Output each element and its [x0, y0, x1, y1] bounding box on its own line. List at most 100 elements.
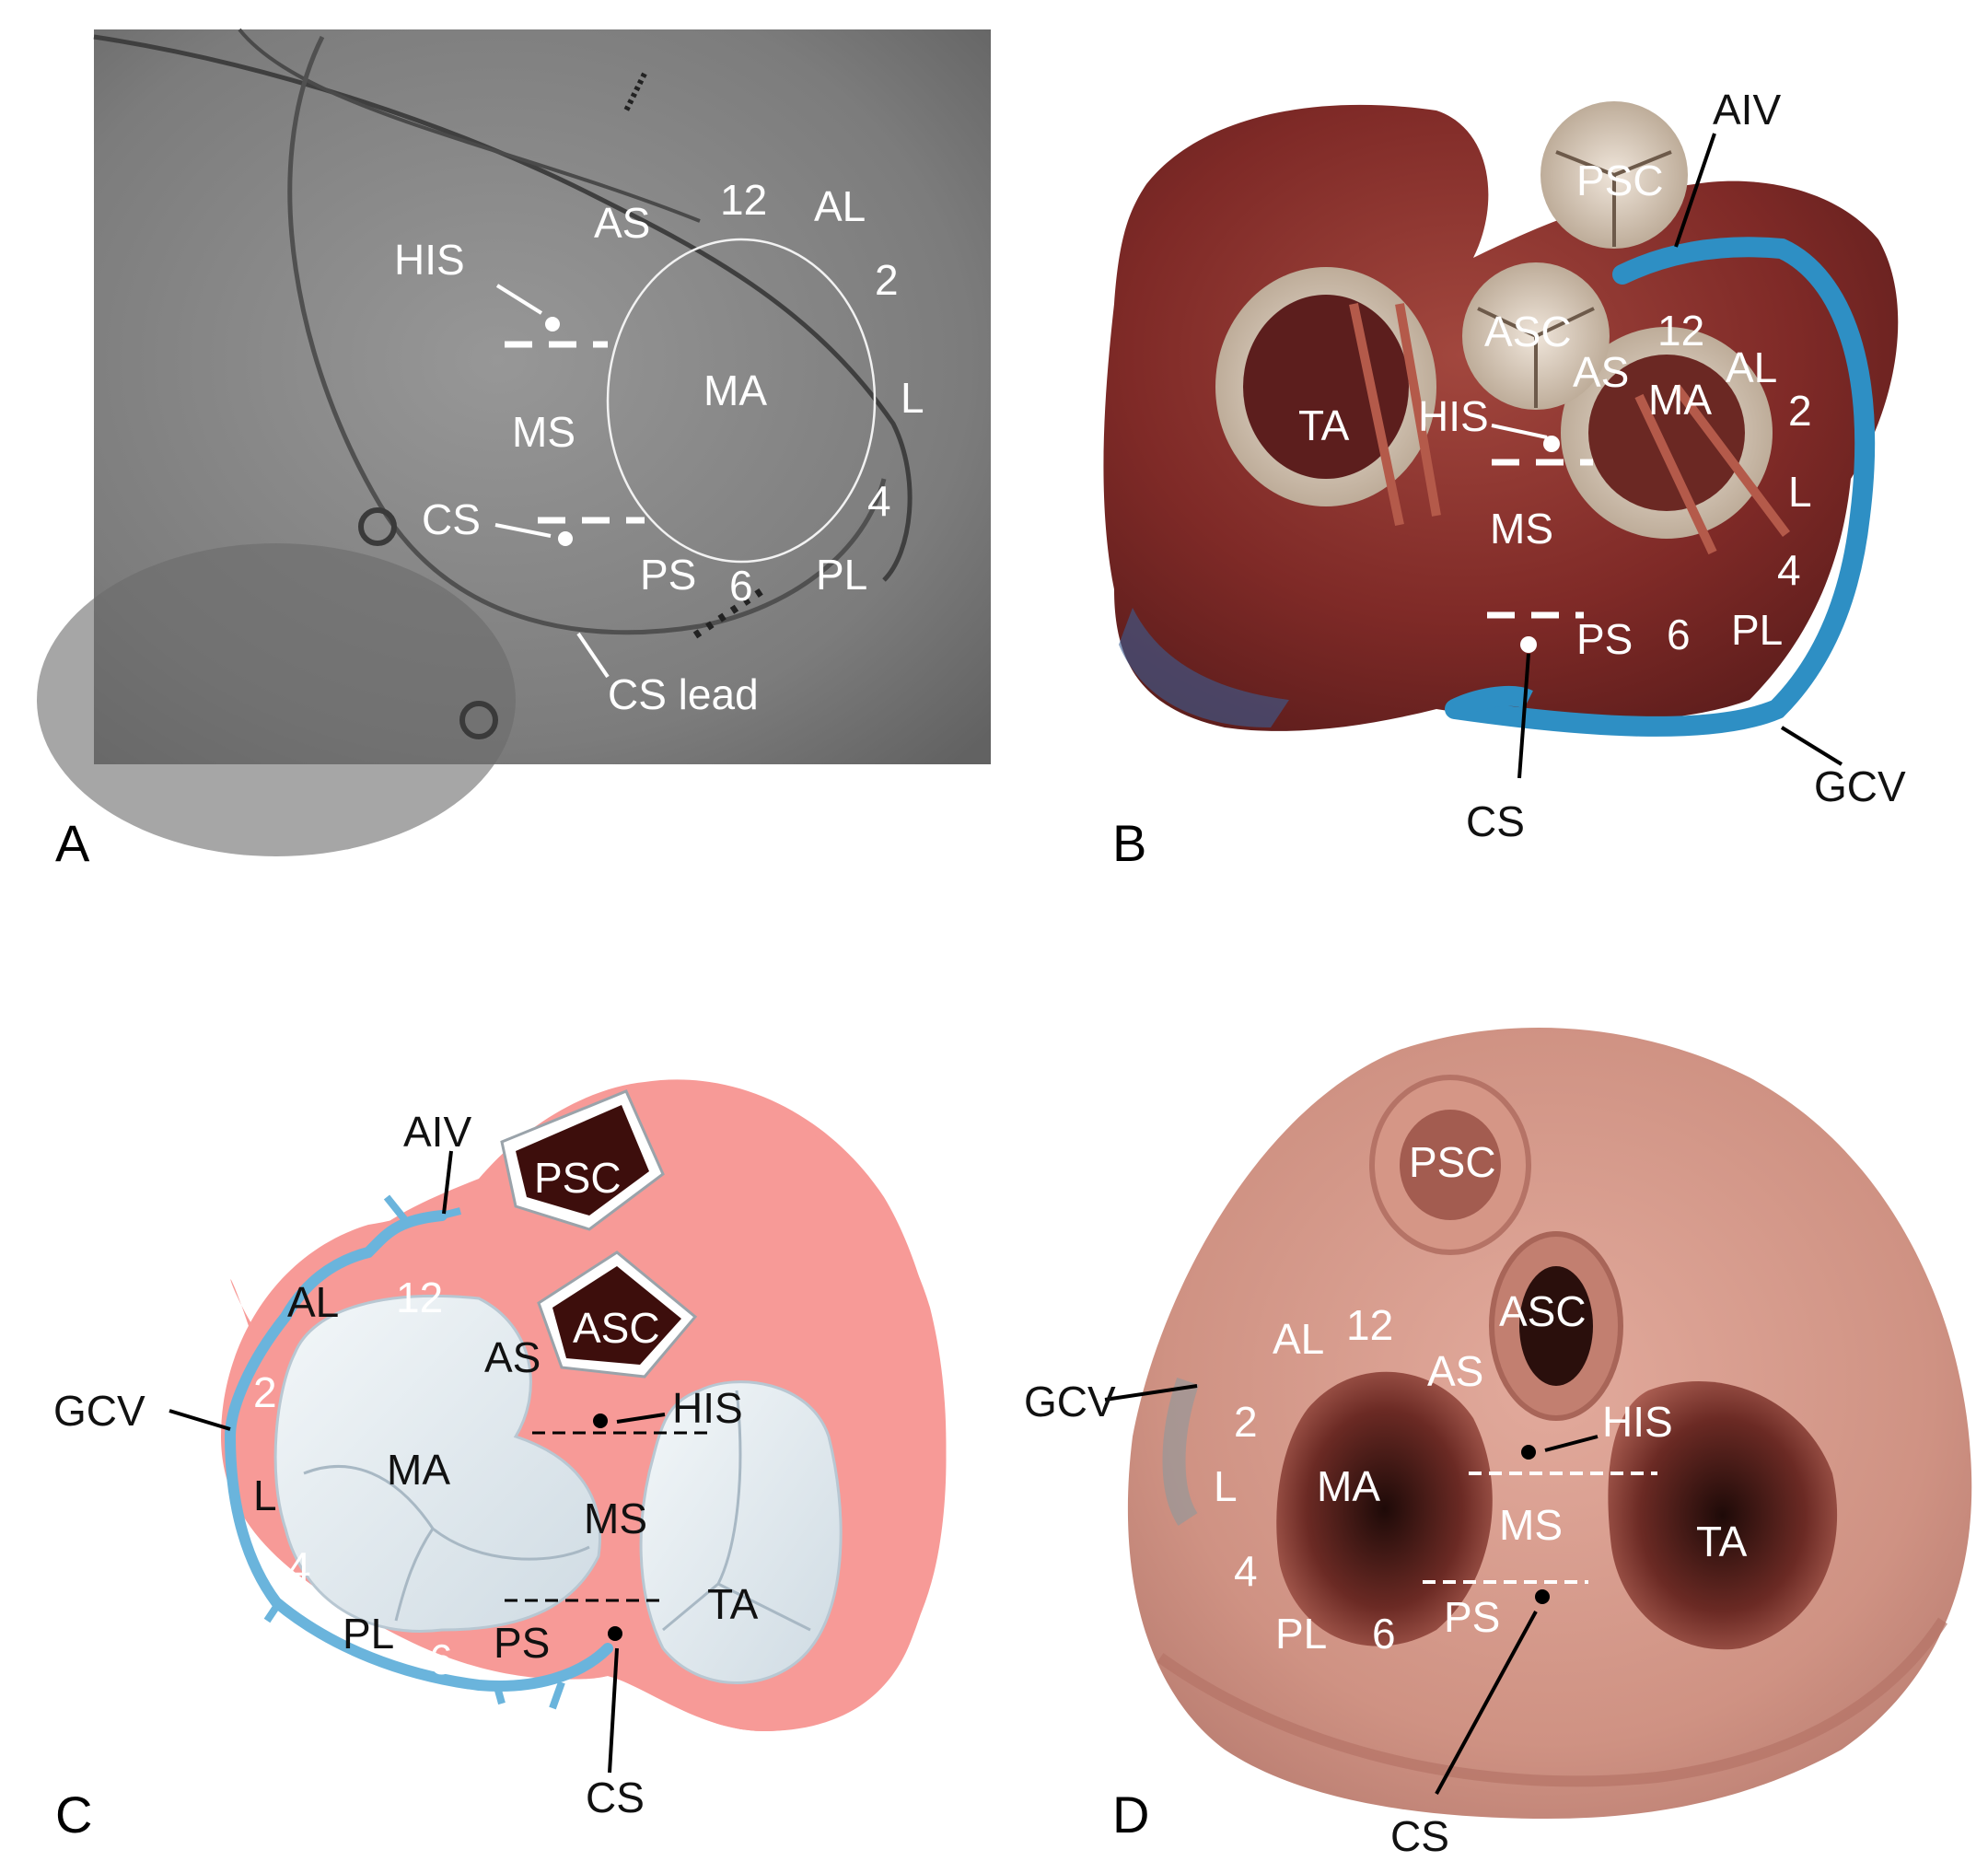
label-aiv: AIV [403, 1108, 471, 1156]
tricuspid-commissures [662, 1390, 811, 1632]
label-al: AL [1726, 343, 1777, 391]
coronary-vein-schematic [224, 1210, 613, 1692]
his-pointer [495, 284, 543, 315]
label-4: 4 [1234, 1547, 1258, 1595]
panel-letter-d: D [1112, 1786, 1149, 1844]
label-ta: TA [1696, 1518, 1748, 1565]
label-4: 4 [867, 477, 891, 525]
label-his: HIS [394, 236, 465, 284]
label-ps: PS [494, 1619, 550, 1667]
aortic-orifice-schematic [552, 1266, 681, 1365]
his-pointer-b [1491, 424, 1548, 439]
mitral-valve-schematic [273, 1295, 601, 1633]
label-12: 12 [720, 176, 767, 224]
gcv-pointer-c [169, 1409, 231, 1431]
skin-marker [358, 507, 397, 546]
label-as: AS [1427, 1347, 1483, 1395]
label-2: 2 [1234, 1398, 1258, 1446]
label-aiv: AIV [1713, 86, 1781, 134]
aortic-lumen [1519, 1266, 1593, 1386]
label-2: 2 [1788, 387, 1812, 435]
label-l: L [253, 1472, 277, 1519]
panel-letter-a: A [55, 814, 90, 872]
his-dot-b [1543, 436, 1560, 452]
label-cs: CS [422, 495, 481, 543]
label-asc: ASC [1484, 308, 1572, 355]
label-cs: CS [1390, 1812, 1449, 1860]
label-6: 6 [1372, 1610, 1396, 1658]
label-ms: MS [1499, 1501, 1563, 1549]
label-ms: MS [584, 1495, 647, 1542]
label-l: L [1214, 1462, 1238, 1510]
label-12: 12 [396, 1274, 443, 1321]
label-his: HIS [672, 1384, 743, 1432]
cs-lead-pointer [576, 632, 610, 679]
cs-lead-wire [287, 35, 887, 635]
label-2: 2 [253, 1368, 277, 1416]
gcv-pointer-b [1780, 726, 1843, 766]
skin-marker-2 [459, 701, 498, 739]
mitral-orifice [1588, 355, 1745, 511]
label-2: 2 [875, 256, 899, 304]
label-ma: MA [387, 1446, 450, 1494]
panel-c: AIV PSC AL 12 ASC AS GCV 2 HIS MA L MS 4… [53, 1079, 947, 1844]
cs-ostium-vein [1450, 685, 1533, 718]
aiv-pointer-c [442, 1150, 453, 1215]
label-ma: MA [1317, 1462, 1380, 1510]
label-his: HIS [1602, 1398, 1673, 1446]
label-asc: ASC [573, 1304, 660, 1352]
panel-d: PSC ASC AL 12 GCV AS 2 HIS L MA MS TA 4 … [1024, 1028, 1972, 1860]
tricuspid-cavity [1608, 1381, 1838, 1650]
cs-dot-d [1535, 1589, 1550, 1604]
label-ma: MA [703, 366, 767, 414]
label-4: 4 [287, 1543, 311, 1591]
label-as: AS [594, 199, 650, 247]
label-as: AS [1573, 348, 1629, 396]
label-asc: ASC [1499, 1287, 1587, 1335]
label-ps: PS [1576, 615, 1633, 663]
his-dot [545, 317, 560, 332]
cs-dot-b [1520, 636, 1537, 653]
label-6: 6 [1667, 611, 1691, 658]
label-ms: MS [512, 408, 575, 456]
label-ta: TA [707, 1580, 759, 1628]
label-12: 12 [1346, 1301, 1393, 1349]
gcv-pointer-d [1104, 1384, 1198, 1402]
label-cs: CS [1466, 797, 1525, 845]
label-psc: PSC [534, 1154, 622, 1202]
pulmonary-lumen [1400, 1110, 1501, 1220]
panel-a: 12 AL AS HIS 2 MA L MS CS 4 PS 6 PL CS l… [37, 28, 991, 872]
label-cs: CS [586, 1774, 645, 1821]
panel-letter-b: B [1112, 814, 1146, 872]
catheter-wire [93, 34, 913, 582]
label-ps: PS [1444, 1593, 1500, 1641]
label-al: AL [1273, 1315, 1324, 1363]
label-ma: MA [1648, 376, 1712, 424]
pulmonic-cusps [1555, 150, 1672, 247]
label-4: 4 [1777, 546, 1801, 594]
label-psc: PSC [1409, 1138, 1496, 1186]
label-gcv: GCV [53, 1387, 145, 1435]
label-al: AL [287, 1278, 339, 1326]
label-gcv: GCV [1024, 1378, 1116, 1425]
mitral-annulus-outline [606, 238, 877, 564]
label-12: 12 [1657, 307, 1704, 355]
heart-base-render [1103, 104, 1899, 731]
label-cs-lead: CS lead [608, 670, 759, 718]
label-his: HIS [1418, 392, 1489, 440]
chordae [1349, 302, 1790, 555]
cs-pointer [494, 523, 552, 538]
diaphragm-shadow [37, 543, 516, 856]
label-pl: PL [816, 551, 867, 599]
gcv-discoloration [1162, 1378, 1199, 1526]
label-pl: PL [1731, 606, 1783, 654]
his-dot-d [1521, 1445, 1536, 1460]
panel-letter-c: C [55, 1786, 92, 1844]
label-ta: TA [1298, 401, 1350, 449]
aortic-cusps [1477, 307, 1595, 408]
panel-b: PSC AIV ASC 12 AS AL TA HIS MA 2 L MS 4 … [1103, 86, 1906, 872]
tricuspid-orifice [1243, 295, 1409, 479]
label-l: L [901, 374, 924, 422]
vein-branches [263, 1194, 565, 1710]
pulmonic-orifice-schematic [516, 1105, 649, 1216]
